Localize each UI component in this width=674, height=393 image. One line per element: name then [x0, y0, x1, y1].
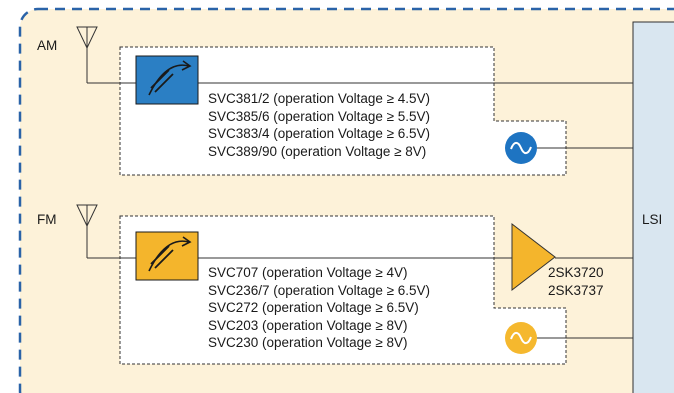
fm-varactor-spec: SVC707 (operation Voltage ≥ 4V): [208, 265, 408, 280]
am-variable-capacitor-icon: [135, 55, 199, 105]
am-varactor-spec: SVC383/4 (operation Voltage ≥ 6.5V): [208, 126, 431, 141]
am-antenna-icon: [76, 26, 98, 83]
am-band-label: AM: [37, 38, 58, 53]
am-varactor-spec: SVC385/6 (operation Voltage ≥ 5.5V): [208, 108, 431, 124]
fm-antenna-icon: [76, 204, 98, 258]
fm-band-label: FM: [37, 212, 57, 227]
fm-varactor-spec: SVC272 (operation Voltage ≥ 6.5V): [208, 300, 419, 315]
am-sine-wave-icon: [505, 132, 537, 164]
fm-varactor-spec-list: SVC707 (operation Voltage ≥ 4V) SVC236/7…: [208, 264, 430, 352]
lsi-label: LSI: [642, 212, 663, 227]
am-varactor-spec-list: SVC381/2 (operation Voltage ≥ 4.5V) SVC3…: [208, 90, 430, 160]
fm-varactor-spec: SVC230 (operation Voltage ≥ 8V): [208, 335, 408, 350]
am-varactor-spec: SVC381/2 (operation Voltage ≥ 4.5V): [208, 91, 431, 106]
fm-varactor-spec: SVC203 (operation Voltage ≥ 8V): [208, 317, 408, 333]
fm-sine-wave-icon: [505, 322, 537, 354]
fm-varactor-spec: SVC236/7 (operation Voltage ≥ 6.5V): [208, 282, 431, 298]
lsi-block: [632, 21, 674, 393]
fm-amplifier-part: 2SK3737: [548, 282, 604, 298]
fm-amplifier-part: 2SK3720: [548, 265, 604, 280]
fm-tuner-region: [119, 215, 567, 365]
fm-variable-capacitor-icon: [135, 231, 199, 281]
am-varactor-spec: SVC389/90 (operation Voltage ≥ 8V): [208, 143, 427, 159]
fm-amplifier-part-list: 2SK3720 2SK3737: [548, 264, 604, 299]
fm-amplifier-triangle-icon: [511, 222, 556, 292]
am-tuner-region: [119, 46, 567, 176]
